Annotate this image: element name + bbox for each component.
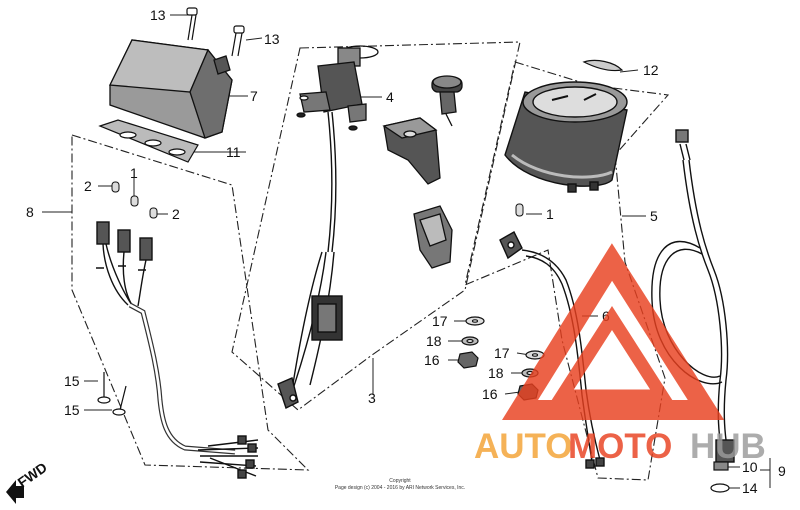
ring-14 — [710, 483, 730, 493]
label-18b: 18 — [488, 365, 504, 381]
label-13b: 13 — [264, 31, 280, 47]
nut-10 — [713, 461, 729, 471]
frame-left — [71, 134, 310, 471]
watermark-moto: MOTO — [568, 427, 672, 466]
fwd-arrow: FWD — [6, 459, 50, 504]
nut-16a — [457, 351, 479, 369]
watermark-hub: HUB — [690, 427, 766, 466]
socket-harness-8 — [96, 221, 259, 479]
label-1b: 1 — [546, 206, 554, 222]
label-1a: 1 — [130, 165, 138, 181]
switch-wire-3 — [277, 111, 343, 409]
ignition-key-cylinder — [431, 75, 463, 127]
speedometer-harness-6 — [499, 231, 605, 469]
switch-cover — [413, 205, 453, 269]
screw-15b — [112, 385, 127, 416]
screw-13a — [186, 7, 198, 41]
indicator-cover-7 — [109, 39, 233, 139]
washer-17a — [465, 316, 485, 326]
screw-13b — [231, 25, 245, 57]
bulb-1b — [515, 203, 524, 217]
label-18a: 18 — [426, 333, 442, 349]
label-10: 10 — [742, 459, 758, 475]
copyright-line1: Copyright — [389, 478, 411, 484]
label-7: 7 — [250, 88, 258, 104]
label-2a: 2 — [84, 178, 92, 194]
label-11: 11 — [226, 144, 241, 160]
label-4: 4 — [386, 89, 394, 105]
ring-12 — [582, 59, 624, 72]
frame-right — [464, 61, 670, 481]
washer-17b — [525, 350, 545, 360]
label-16a: 16 — [424, 352, 440, 368]
lens-plate-11 — [98, 119, 199, 163]
bulb-1a — [130, 195, 139, 207]
screw-15a — [97, 372, 111, 404]
label-12: 12 — [643, 62, 659, 78]
frame-center — [231, 41, 521, 411]
watermark-logo: AUTO MOTO HUB — [474, 243, 766, 466]
ignition-switch-4 — [296, 45, 379, 131]
label-16b: 16 — [482, 386, 498, 402]
label-17a: 17 — [432, 313, 448, 329]
label-15a: 15 — [64, 373, 80, 389]
label-14: 14 — [742, 480, 758, 496]
bulb-2b — [149, 207, 158, 219]
bulb-2a — [111, 181, 120, 193]
watermark-auto: AUTO — [474, 427, 573, 466]
fwd-label: FWD — [15, 459, 50, 490]
label-3: 3 — [368, 390, 376, 406]
label-17b: 17 — [494, 345, 510, 361]
label-2b: 2 — [172, 206, 180, 222]
label-8: 8 — [26, 204, 34, 220]
label-15b: 15 — [64, 402, 80, 418]
label-13a: 13 — [150, 7, 166, 23]
washer-18a — [461, 336, 479, 346]
watermark-triangles — [502, 243, 725, 420]
copyright-line2: Page design (c) 2004 - 2016 by ARI Netwo… — [335, 485, 465, 491]
speedometer-5 — [504, 81, 628, 193]
switch-body — [382, 117, 441, 185]
label-5: 5 — [650, 208, 658, 224]
label-9: 9 — [778, 463, 786, 479]
